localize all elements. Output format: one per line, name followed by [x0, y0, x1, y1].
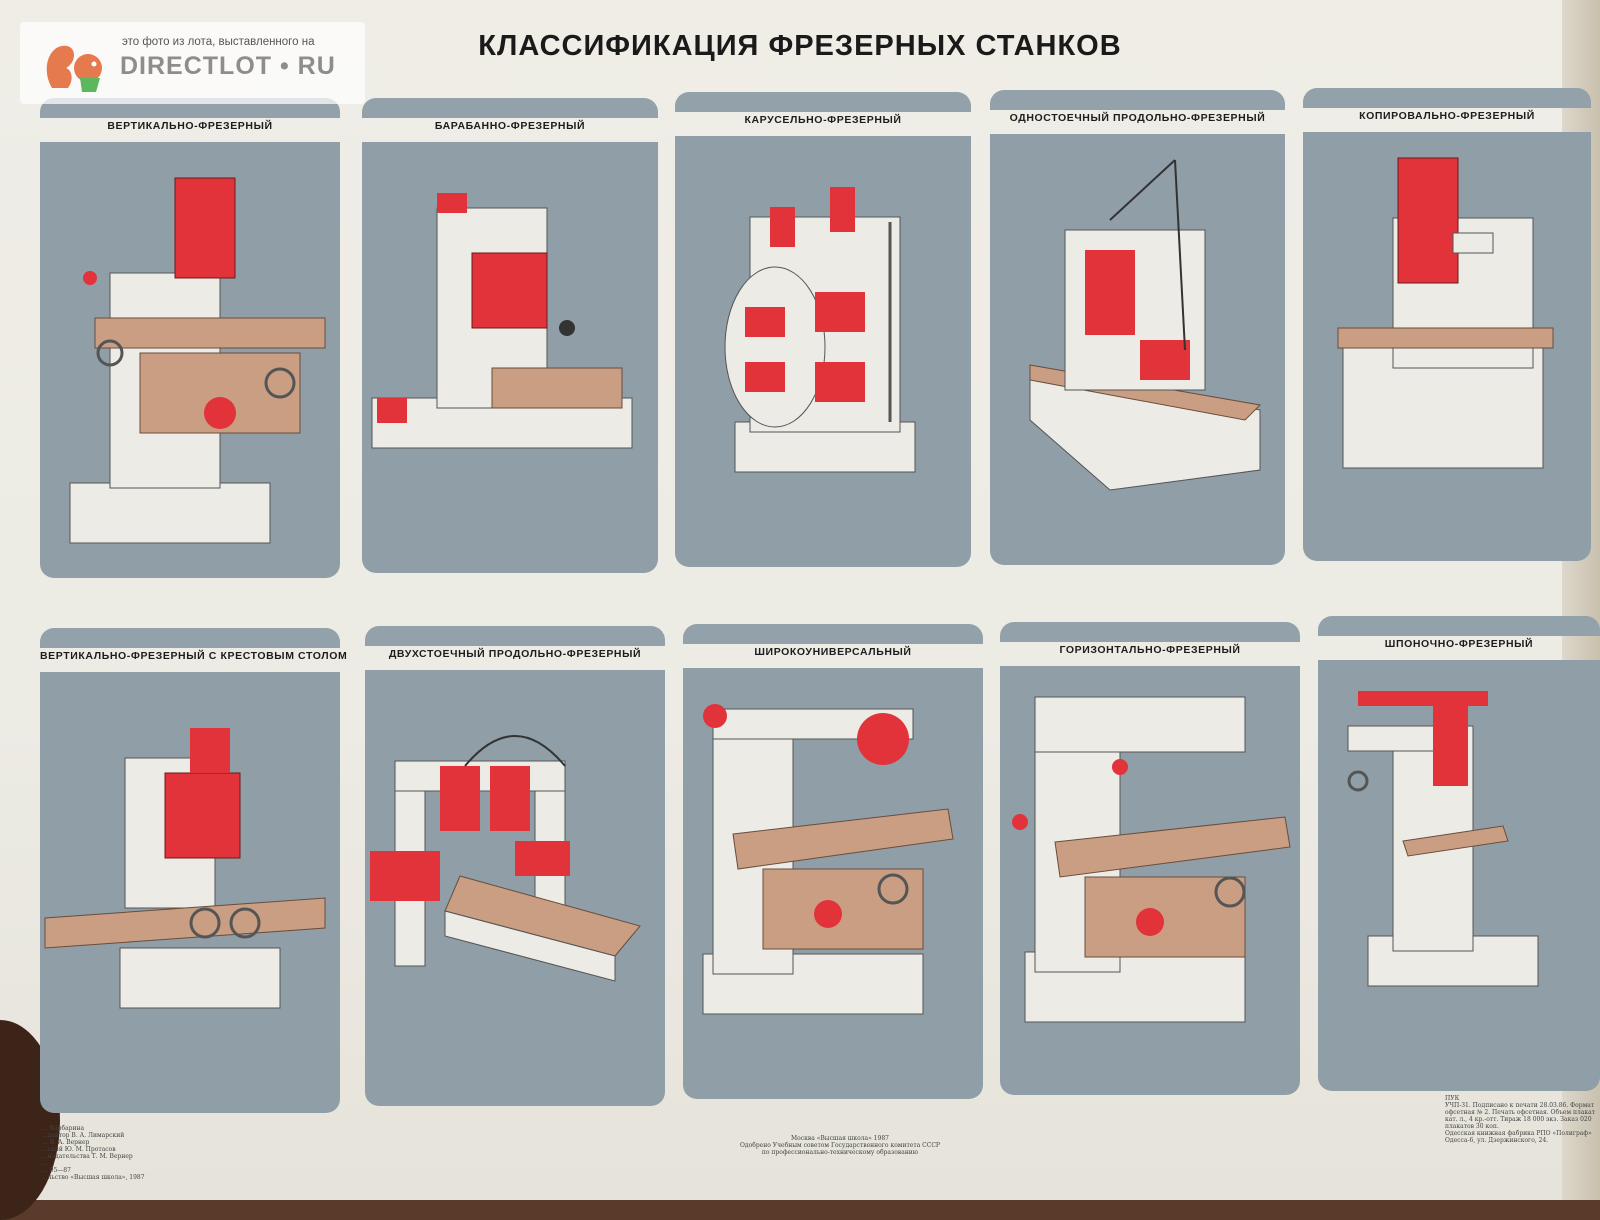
panel-horizontal: ГОРИЗОНТАЛЬНО-ФРЕЗЕРНЫЙ: [1000, 622, 1300, 1095]
carousel-milling-machine-icon: [724, 187, 916, 473]
horizontal-milling-machine-icon: [1012, 696, 1291, 1023]
copy-milling-machine-icon: [1337, 157, 1554, 469]
panel-label: БАРАБАННО-ФРЕЗЕРНЫЙ: [434, 120, 586, 132]
imprint-left: ... Варбарина ...дактор В. А. Лимарский …: [42, 1125, 145, 1181]
cross-table-milling-machine-icon: [44, 728, 326, 1009]
drum-milling-machine-icon: [371, 193, 633, 449]
panel-drum: БАРАБАННО-ФРЕЗЕРНЫЙ: [362, 98, 658, 573]
vertical-milling-machine-icon: [69, 177, 326, 544]
panel-label: ГОРИЗОНТАЛЬНО-ФРЕЗЕРНЫЙ: [1059, 644, 1241, 656]
panel-keyway: ШПОНОЧНО-ФРЕЗЕРНЫЙ: [1318, 616, 1600, 1091]
universal-milling-machine-icon: [702, 704, 954, 1015]
imprint-center: Москва «Высшая школа» 1987 Одобрено Учеб…: [740, 1135, 940, 1156]
panel-label: ВЕРТИКАЛЬНО-ФРЕЗЕРНЫЙ: [107, 120, 273, 132]
panel-vertical: ВЕРТИКАЛЬНО-ФРЕЗЕРНЫЙ: [40, 98, 340, 578]
panel-single-column: ОДНОСТОЕЧНЫЙ ПРОДОЛЬНО-ФРЕЗЕРНЫЙ: [990, 90, 1285, 565]
panel-cross-table: ВЕРТИКАЛЬНО-ФРЕЗЕРНЫЙ С КРЕСТОВЫМ СТОЛОМ: [40, 628, 348, 1113]
panel-copy: КОПИРОВАЛЬНО-ФРЕЗЕРНЫЙ: [1303, 88, 1591, 561]
single-column-planer-mill-icon: [1029, 159, 1262, 491]
keyway-milling-machine-icon: [1347, 691, 1539, 987]
double-column-planer-mill-icon: [370, 735, 641, 982]
panel-label: ОДНОСТОЕЧНЫЙ ПРОДОЛЬНО-ФРЕЗЕРНЫЙ: [1009, 112, 1266, 124]
imprint-right: ПУК УЧП-31. Подписано к печати 28.03.86.…: [1445, 1095, 1596, 1144]
panel-label: КАРУСЕЛЬНО-ФРЕЗЕРНЫЙ: [744, 114, 902, 126]
watermark: это фото из лота, выставленного на DIREC…: [20, 22, 365, 104]
panel-double-column: ДВУХСТОЕЧНЫЙ ПРОДОЛЬНО-ФРЕЗЕРНЫЙ: [365, 626, 665, 1106]
panel-label: ШПОНОЧНО-ФРЕЗЕРНЫЙ: [1384, 638, 1534, 650]
panel-universal: ШИРОКОУНИВЕРСАЛЬНЫЙ: [683, 624, 983, 1099]
panel-label: ДВУХСТОЕЧНЫЙ ПРОДОЛЬНО-ФРЕЗЕРНЫЙ: [388, 648, 642, 660]
panel-label: ШИРОКОУНИВЕРСАЛЬНЫЙ: [754, 646, 912, 658]
panel-label: ВЕРТИКАЛЬНО-ФРЕЗЕРНЫЙ С КРЕСТОВЫМ СТОЛОМ: [40, 650, 348, 662]
watermark-brand: DIRECTLOT • RU: [120, 52, 336, 80]
watermark-caption: это фото из лота, выставленного на: [122, 36, 315, 48]
squirrel-logo-icon: [46, 45, 102, 92]
panel-carousel: КАРУСЕЛЬНО-ФРЕЗЕРНЫЙ: [675, 92, 971, 567]
panel-label: КОПИРОВАЛЬНО-ФРЕЗЕРНЫЙ: [1359, 110, 1535, 122]
poster-title: КЛАССИФИКАЦИЯ ФРЕЗЕРНЫХ СТАНКОВ: [478, 30, 1122, 62]
